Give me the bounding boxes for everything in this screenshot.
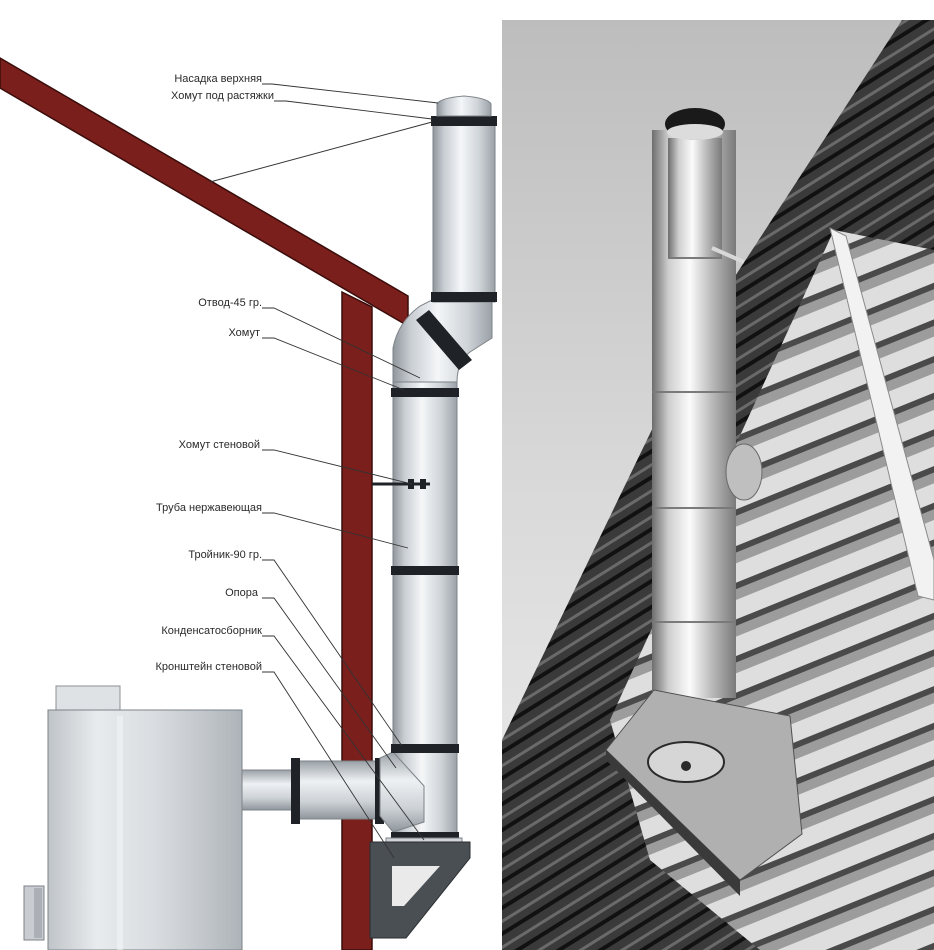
leader-support [262, 597, 397, 769]
photo-chimney [605, 108, 803, 896]
callout-labels: Насадка верхняя Хомут под растяжки Отвод… [155, 73, 274, 673]
leader-condensate [262, 635, 425, 841]
chimney-photo [502, 20, 934, 950]
leader-elbow45 [262, 307, 421, 379]
upper-clamp-band [431, 292, 497, 302]
label-wall-clamp: Хомут стеновой [179, 439, 260, 451]
photo-guy-bracket [711, 246, 745, 264]
leader-tee90 [262, 559, 403, 747]
leader-lines [262, 83, 439, 859]
chimney-diagram: Насадка верхняя Хомут под растяжки Отвод… [0, 57, 497, 950]
stove-vent [34, 888, 42, 938]
label-condensate: Конденсатосборник [161, 625, 262, 637]
leader-wall-bracket [262, 671, 395, 859]
wall-bracket-plate [369, 841, 471, 939]
condensate-clamp-band [391, 832, 459, 841]
label-support: Опора [225, 587, 259, 599]
tee-clamp-band [391, 744, 459, 753]
photo-wall-thimble [725, 443, 763, 501]
label-stainless-pipe: Труба нержавеющая [156, 502, 262, 514]
lower-stack [372, 381, 463, 851]
wall-clamp-nut-2 [420, 479, 426, 489]
horizontal-connector-pipe [241, 758, 384, 824]
wall-bracket [369, 841, 471, 939]
upper-stack [431, 95, 497, 303]
leader-guy-clamp [274, 100, 433, 120]
label-wall-bracket: Кронштейн стеновой [155, 661, 262, 673]
label-elbow45: Отвод-45 гр. [198, 297, 262, 309]
label-clamp: Хомут [228, 327, 260, 339]
photo-condensate-nut [681, 761, 691, 771]
photo-chimney-cap-rim [667, 124, 723, 140]
leader-stainless-pipe [262, 512, 409, 549]
photo-support-bracket-side [606, 750, 740, 896]
label-tee90: Тройник-90 гр. [188, 549, 262, 561]
stove-top-box [55, 685, 121, 711]
label-top-cap: Насадка верхняя [174, 73, 262, 85]
photo-chimney-upper [668, 138, 722, 258]
stove [23, 685, 243, 950]
wall-column [341, 290, 373, 950]
wall-bracket-cutout [392, 866, 440, 906]
connector-pipe [241, 769, 299, 811]
leader-wall-clamp [262, 449, 413, 485]
stainless-pipe-upper [432, 119, 496, 303]
stove-body [47, 709, 243, 950]
leader-top-cap [262, 83, 439, 104]
leader-clamp [262, 337, 405, 391]
photo-support-bracket [605, 689, 803, 881]
clamp-band [391, 388, 459, 397]
elbow-clamp [416, 310, 472, 370]
top-cap [436, 95, 492, 117]
guy-wire [209, 121, 433, 183]
connector-clamp-left [291, 758, 300, 824]
label-guy-clamp: Хомут под растяжки [171, 90, 274, 102]
guy-wire-clamp-band [431, 116, 497, 126]
photo-gable-trim [829, 227, 934, 601]
connector-pipe-insulated [295, 760, 383, 820]
wall-clamp-band [391, 566, 459, 575]
